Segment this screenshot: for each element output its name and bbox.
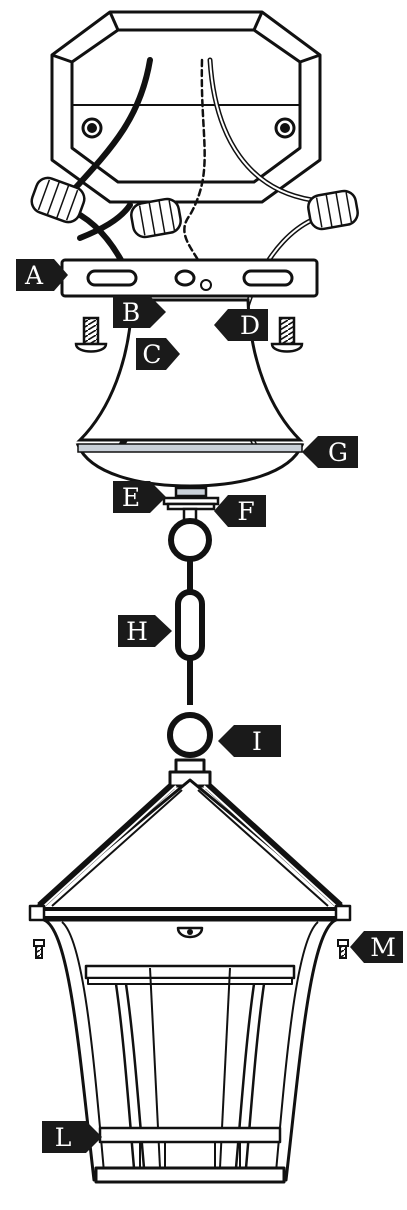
svg-text:H: H <box>126 617 148 646</box>
mounting-screw-left <box>74 316 108 353</box>
lantern <box>28 758 352 1184</box>
svg-text:B: B <box>122 298 140 327</box>
callout-L: L <box>42 1121 102 1153</box>
side-screw-left <box>33 939 45 959</box>
svg-text:M: M <box>370 933 396 962</box>
chain <box>167 518 213 758</box>
mounting-strap <box>60 258 319 298</box>
svg-text:D: D <box>240 311 260 340</box>
svg-text:C: C <box>142 340 161 369</box>
callout-I: I <box>218 725 281 757</box>
callout-B: B <box>113 296 166 328</box>
wire-nut-right <box>307 189 359 231</box>
lantern-loop <box>167 712 213 758</box>
ground-wire <box>183 58 207 287</box>
outlet-box <box>50 10 322 204</box>
white-wire-from-box <box>209 59 313 201</box>
canopy-hardware <box>162 486 220 523</box>
top-loop <box>168 518 212 562</box>
mounting-screw-right <box>270 316 304 353</box>
side-screw-right <box>337 939 349 959</box>
short-black-lead <box>77 202 133 241</box>
svg-text:G: G <box>328 438 348 467</box>
callout-M: M <box>350 931 403 963</box>
svg-text:L: L <box>55 1123 72 1152</box>
callout-F: F <box>214 495 266 527</box>
svg-text:E: E <box>122 483 140 512</box>
wire-nut-left <box>30 176 86 224</box>
canopy <box>75 298 305 488</box>
callout-G: G <box>302 436 358 468</box>
svg-text:I: I <box>252 727 262 756</box>
chain-link <box>175 589 205 661</box>
callout-C: C <box>136 338 180 370</box>
wire-nut-center <box>130 197 182 239</box>
callout-D: D <box>214 309 268 341</box>
svg-text:A: A <box>24 261 44 290</box>
svg-text:F: F <box>237 497 254 526</box>
callout-E: E <box>113 481 166 513</box>
callout-H: H <box>118 615 172 647</box>
callout-A: A <box>16 259 68 291</box>
black-wire-from-box <box>65 57 153 199</box>
